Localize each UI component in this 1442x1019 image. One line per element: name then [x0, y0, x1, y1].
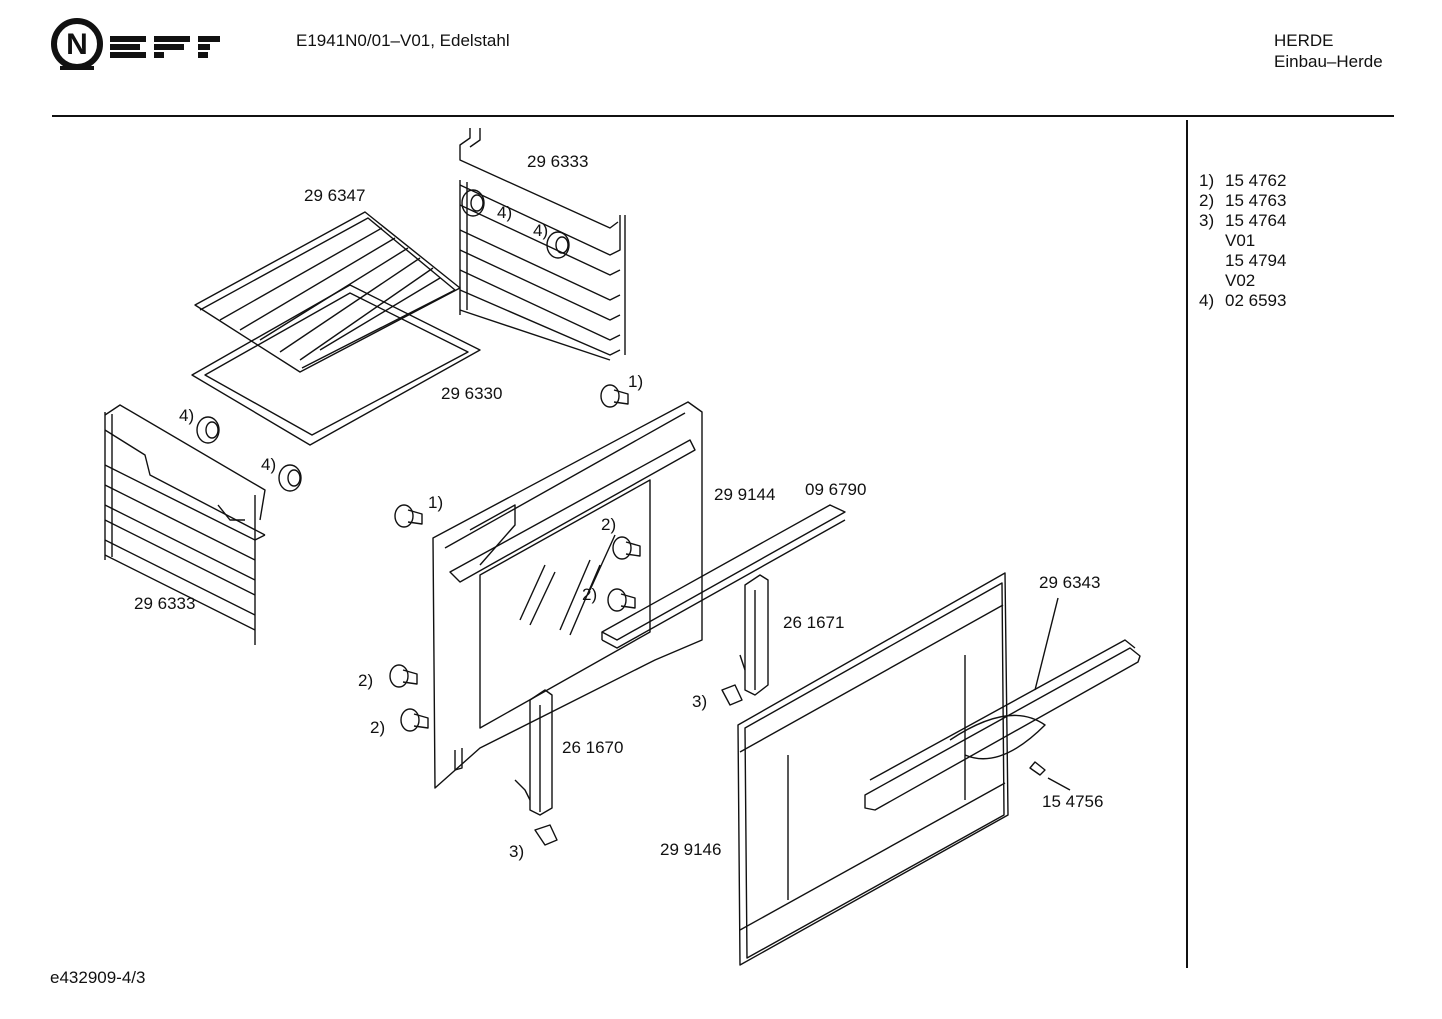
note-row: 3)15 4764 — [1199, 211, 1287, 230]
grid-shelf — [195, 212, 460, 372]
note-row: V01 — [1225, 231, 1256, 250]
label-door-handle: 29 6343 — [1039, 573, 1101, 592]
door-rail — [602, 505, 845, 648]
callout-1-b: 1) — [428, 493, 444, 512]
leader-clip — [1048, 778, 1070, 790]
callout-3-a: 3) — [692, 692, 708, 711]
label-grid-shelf: 29 6347 — [304, 186, 366, 205]
hinge-right — [740, 575, 768, 695]
callout-2-d: 2) — [370, 718, 386, 737]
note-row: 4)02 6593 — [1199, 291, 1287, 310]
hinge-left — [515, 690, 552, 815]
screw-1-top — [601, 385, 628, 407]
callout-2-c: 2) — [358, 671, 374, 690]
label-hinge-bar: 29 9144 — [714, 485, 776, 504]
baking-tray — [192, 285, 480, 445]
callout-2-b: 2) — [582, 585, 598, 604]
side-rack-top — [460, 128, 625, 360]
label-rail: 09 6790 — [805, 480, 867, 499]
callout-4-b: 4) — [533, 221, 549, 240]
screw-2-b — [608, 589, 635, 611]
note-row: 1)15 4762 — [1199, 171, 1287, 190]
callout-4-a: 4) — [497, 203, 513, 222]
rack-knob-top-1 — [462, 190, 484, 216]
category: HERDE — [1274, 31, 1334, 50]
rack-knob-left-2 — [279, 465, 301, 491]
leader-handle — [1035, 598, 1058, 690]
label-rack-left: 29 6333 — [134, 594, 196, 613]
label-door: 29 9146 — [660, 840, 722, 859]
note-row: 15 4794 — [1225, 251, 1287, 270]
screw-2-c — [390, 665, 417, 687]
callout-1-a: 1) — [628, 372, 644, 391]
side-rack-left — [105, 405, 265, 645]
notes-legend: 1)15 4762 2)15 4763 3)15 4764 V01 15 479… — [1199, 171, 1286, 311]
rack-knob-top-2 — [547, 232, 569, 258]
label-rack-top: 29 6333 — [527, 152, 589, 171]
clip-3-right — [722, 685, 742, 705]
exploded-drawing — [0, 0, 1180, 980]
note-row: 2)15 4763 — [1199, 191, 1287, 210]
rack-knob-left-1 — [197, 417, 219, 443]
drawing-id: e432909-4/3 — [50, 968, 146, 987]
label-hinge-left: 26 1670 — [562, 738, 624, 757]
clip-3-left — [535, 825, 557, 845]
door-handle — [865, 640, 1140, 810]
notes-divider — [1186, 120, 1188, 968]
label-baking-tray: 29 6330 — [441, 384, 503, 403]
callout-3-b: 3) — [509, 842, 525, 861]
screw-2-a — [613, 537, 640, 559]
callout-4-c: 4) — [179, 406, 195, 425]
label-handle-clip: 15 4756 — [1042, 792, 1104, 811]
outer-door — [738, 573, 1008, 965]
callout-4-d: 4) — [261, 455, 277, 474]
svg-text:N: N — [66, 28, 88, 61]
subcategory: Einbau–Herde — [1274, 52, 1383, 71]
screw-2-d — [401, 709, 428, 731]
screw-1-left — [395, 505, 422, 527]
note-row: V02 — [1225, 271, 1256, 290]
model-line: E1941N0/01–V01, Edelstahl — [296, 31, 510, 50]
label-hinge-right: 26 1671 — [783, 613, 845, 632]
neff-logo: N — [51, 18, 220, 70]
inner-door-frame — [433, 402, 702, 788]
callout-2-a: 2) — [601, 515, 617, 534]
header-divider — [52, 115, 1394, 117]
